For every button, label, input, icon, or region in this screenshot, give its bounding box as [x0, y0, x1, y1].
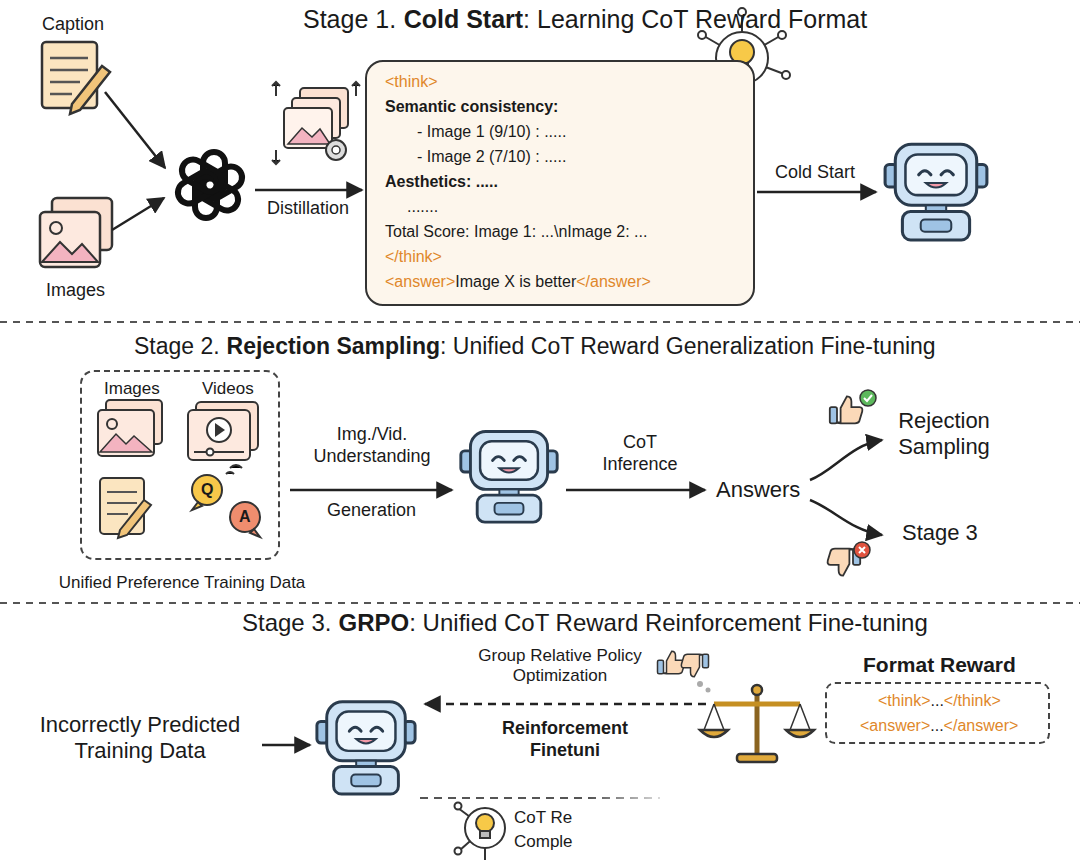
node-text: - Image 1 (9/10) : ..... [417, 123, 566, 140]
arrow-label: Reinforcement Finetuni [502, 718, 628, 760]
result-label: Answers [716, 477, 800, 502]
stage-title: Stage 2. Rejection Sampling: Unified CoT … [134, 333, 936, 361]
stage-title-part: Rejection Sampling [227, 333, 440, 359]
cot-output-box: <think> Semantic consistency: - Image 1 (9… [365, 60, 755, 306]
label-box: Images [46, 280, 105, 302]
node-text: Videos [202, 379, 254, 398]
text-line: ....... [407, 197, 438, 217]
node-text: </answer> [944, 717, 1019, 734]
label-box: CoT Re [514, 808, 572, 828]
label-box: Caption [42, 14, 104, 36]
arrow-label: Cold Start [775, 162, 855, 182]
label-box: A [239, 507, 251, 526]
node-text: </think> [385, 248, 442, 265]
icon-letter: A [239, 508, 251, 525]
node-heading: Unified Preference Training Data [59, 573, 306, 592]
text-line: Images [104, 378, 160, 399]
node-text: </think> [944, 692, 1001, 709]
node-text: <think> [878, 692, 930, 709]
arrow-label: Img./Vid. Understanding [313, 424, 430, 466]
stage-title-part: : Learning CoT Reward Format [523, 5, 867, 33]
icon-letter: Q [201, 481, 213, 498]
training-data-box: ImagesVideosUnified Preference Training … [80, 370, 280, 560]
reward-label: Comple [514, 832, 573, 851]
node-text: <think> [385, 73, 437, 90]
label-box: Rejection Sampling [879, 408, 1009, 461]
text-line: Aesthetics: ..... [385, 172, 498, 192]
node-text: ... [930, 692, 943, 709]
label-box: Comple [514, 832, 573, 852]
branch-label: Stage 3 [902, 520, 978, 545]
input-label: Incorrectly Predicted Training Data [40, 712, 241, 763]
arrow-label: Group Relative Policy Optimization [478, 646, 641, 685]
stage-title-part: Stage 1. [303, 5, 396, 33]
stage-title-part: : Unified CoT Reward Reinforcement Fine-… [409, 609, 927, 636]
text-line: Total Score: Image 1: ...\nImage 2: ... [385, 222, 647, 242]
label-box: Incorrectly Predicted Training Data [15, 712, 265, 765]
text-line: Unified Preference Training Data [32, 572, 332, 593]
node-text: ....... [407, 198, 438, 215]
stage-title-part: : Unified CoT Reward Generalization Fine… [440, 333, 936, 359]
node-text: Aesthetics: ..... [385, 173, 498, 190]
node-text: <answer> [385, 273, 455, 290]
node-text: </answer> [576, 273, 651, 290]
node-text: <answer> [860, 717, 930, 734]
text-line: Format Reward [863, 652, 1016, 678]
node-text: - Image 2 (7/10) : ..... [417, 148, 566, 165]
text-line: Videos [202, 378, 254, 399]
format-reward-box: Format Reward<think>...</think><answer>.… [825, 682, 1050, 744]
icon-label: Caption [42, 14, 104, 34]
text-line: </think> [385, 247, 442, 267]
branch-label: Rejection Sampling [898, 408, 990, 459]
text-line: Semantic consistency: [385, 97, 558, 117]
text-line: - Image 2 (7/10) : ..... [417, 147, 566, 167]
node-text: Images [104, 379, 160, 398]
icon-label: Images [46, 280, 105, 300]
label-box: Q [201, 480, 213, 499]
label-box: CoT Inference [590, 432, 690, 475]
stage-title: Stage 1. Cold Start: Learning CoT Reward … [303, 4, 867, 34]
label-box: Cold Start [775, 162, 855, 184]
stage-title-part: Stage 3. [242, 609, 331, 636]
stage-title-part: Cold Start [404, 5, 523, 33]
label-box: Answers [716, 477, 800, 503]
arrow-label: CoT Inference [602, 432, 677, 474]
node-heading: Format Reward [863, 653, 1016, 676]
node-text: Image X is better [455, 273, 576, 290]
stage-title: Stage 3. GRPO: Unified CoT Reward Reinfor… [242, 609, 928, 638]
arrow-label: Generation [327, 500, 416, 520]
text-line: <answer>Image X is better</answer> [385, 272, 651, 292]
node-text: Total Score: Image 1: ...\nImage 2: ... [385, 223, 647, 240]
arrow-label: Distillation [267, 198, 349, 218]
node-text: ... [930, 717, 943, 734]
text-line: - Image 1 (9/10) : ..... [417, 122, 566, 142]
label-box: Img./Vid. Understanding [313, 424, 431, 467]
text-line: <think>...</think> [878, 691, 1001, 711]
label-box: Reinforcement Finetuni [475, 718, 655, 761]
label-box: Group Relative Policy Optimization [465, 646, 655, 687]
text-line: <think> [385, 72, 437, 92]
text-line: <answer>...</answer> [860, 716, 1018, 736]
stage-title-part: Stage 2. [134, 333, 220, 359]
label-box: Stage 3 [902, 520, 978, 546]
reward-label: CoT Re [514, 808, 572, 827]
label-box: Distillation [267, 198, 349, 220]
stage-title-part: GRPO [339, 609, 410, 636]
label-box: Generation [327, 500, 416, 522]
node-text: Semantic consistency: [385, 98, 558, 115]
